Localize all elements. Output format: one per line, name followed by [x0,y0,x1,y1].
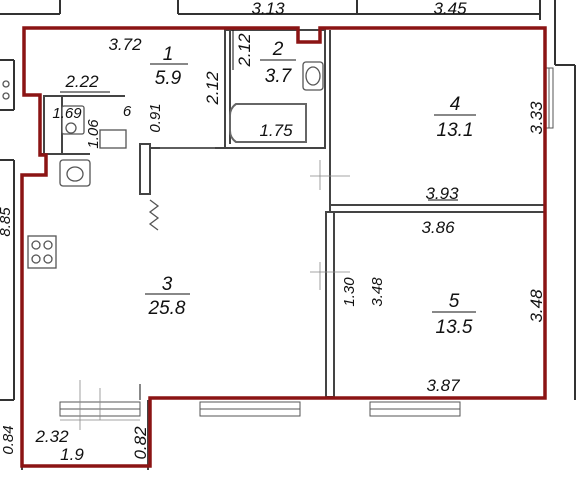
guide-lines [60,147,350,430]
dim-1-69: 1.69 [52,105,82,122]
windows [59,67,554,417]
dim-3-45: 3.45 [433,0,467,18]
dimension-ticks [139,30,458,400]
room-1-area: 5.9 [155,68,182,89]
dim-3-33: 3.33 [527,101,546,135]
dim-2-32: 2.32 [34,427,69,446]
fixtures [2,61,324,269]
dim-0-82: 0.82 [131,426,150,460]
dim-6: 6 [123,103,132,120]
dim-2-12-top: 2.12 [235,33,254,68]
room-4-area: 13.1 [437,120,474,141]
apartment-outline [20,26,547,468]
dim-3-13: 3.13 [251,0,285,18]
dim-3-86: 3.86 [421,218,455,237]
room-5-area: 13.5 [436,317,473,338]
dim-8-85: 8.85 [0,207,14,237]
dim-0-84: 0.84 [0,425,17,454]
vertical-dimension-labels: 2.12 2.12 0.91 1.06 3.33 3.48 1.30 3.48 … [0,33,546,460]
dim-0-91: 0.91 [147,103,164,132]
room-3-area: 25.8 [148,298,186,319]
dim-3-72: 3.72 [108,35,142,54]
room-3-number: 3 [162,274,173,295]
dimension-labels: 3.13 3.45 3.72 2.22 1.69 6 1.75 3.93 3.8… [34,0,467,446]
surrounding-walls [0,0,576,401]
room-2-area: 3.7 [265,66,293,87]
balcony-area: 1.9 [60,445,84,464]
dim-2-22: 2.22 [64,72,99,91]
interior-walls [21,29,546,470]
room-labels: 1 5.9 2 3.7 3 25.8 4 13.1 5 13.5 1.9 [60,39,476,464]
room-5-number: 5 [449,291,460,312]
dim-3-48-mid: 3.48 [369,277,386,307]
room-1-number: 1 [163,44,174,65]
dim-2-12-side: 2.12 [203,71,222,106]
dim-1-30: 1.30 [341,277,358,307]
room-4-number: 4 [450,94,461,115]
dim-3-48-right: 3.48 [527,289,546,323]
dim-3-93: 3.93 [425,184,459,203]
room-2-number: 2 [272,39,284,60]
dim-1-06: 1.06 [85,119,102,149]
dim-3-87: 3.87 [426,376,460,395]
dim-1-75: 1.75 [259,121,293,140]
